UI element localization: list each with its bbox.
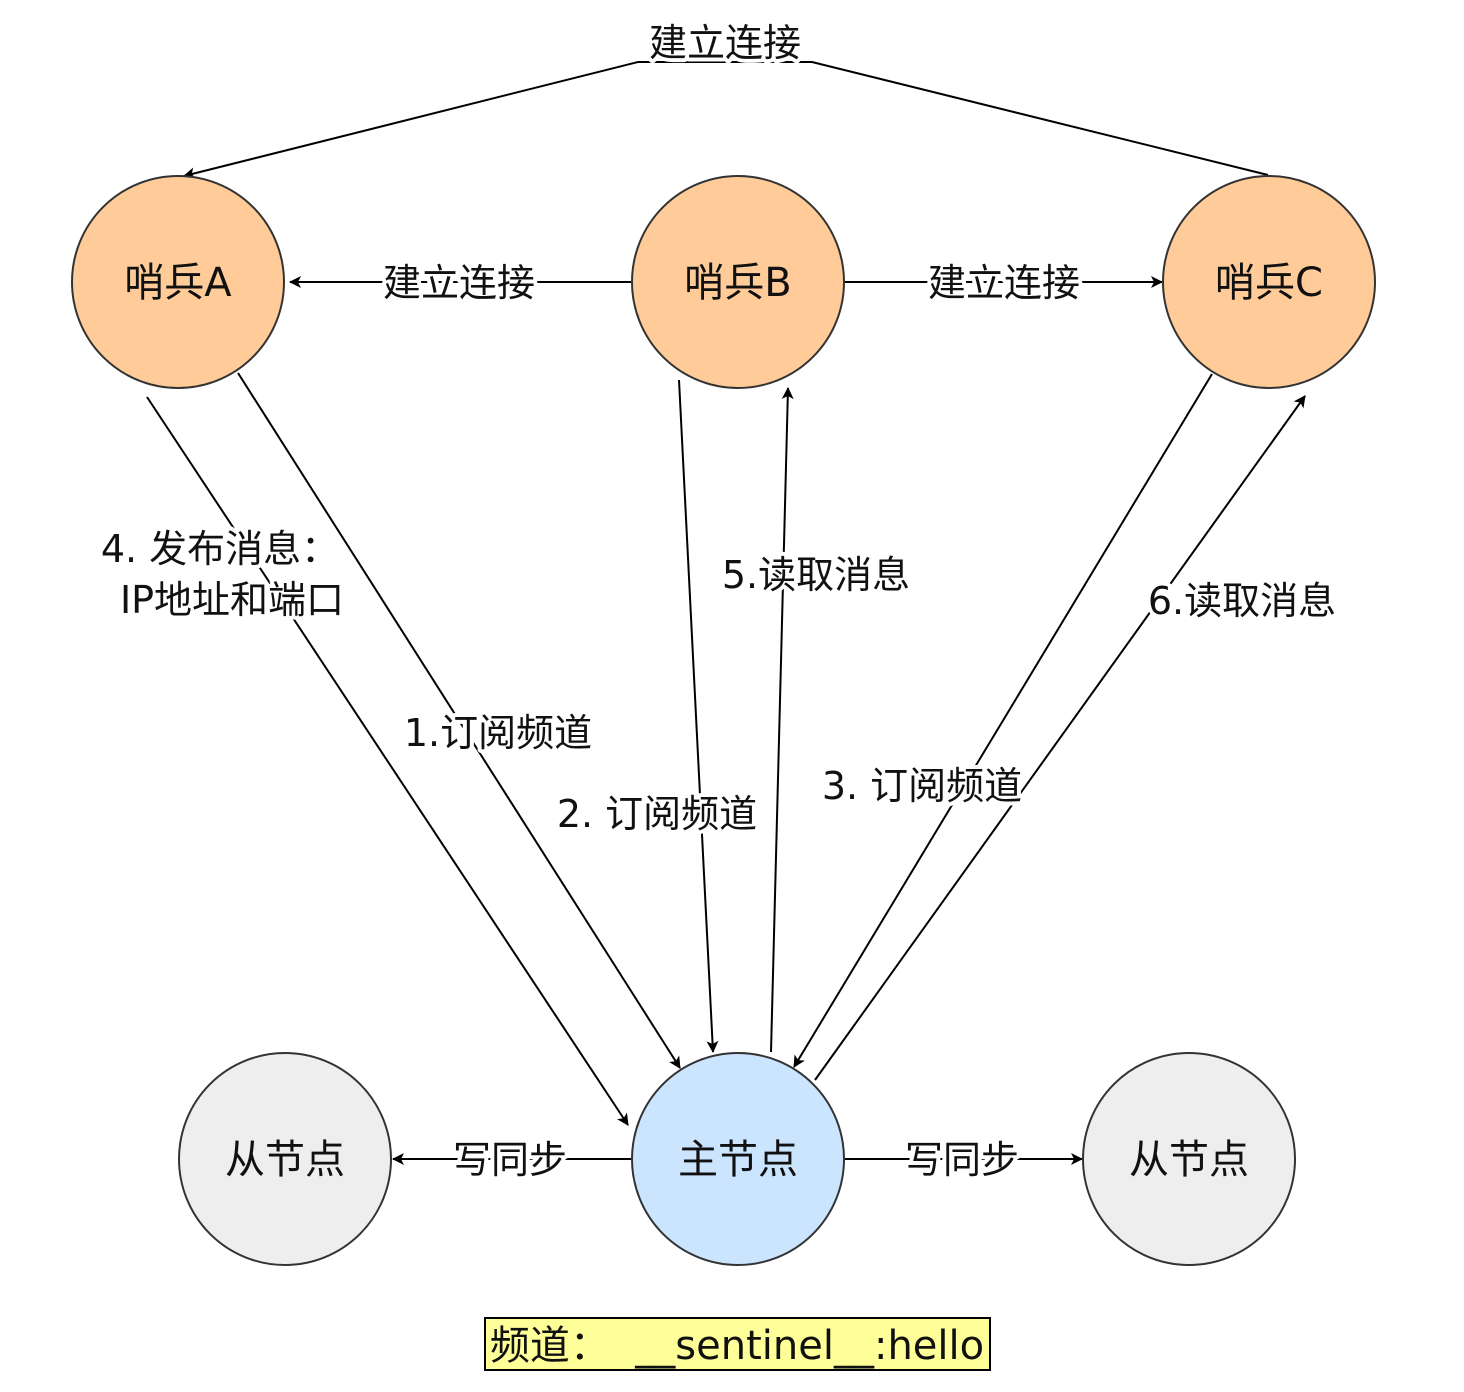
label-step6: 6.读取消息 bbox=[1148, 579, 1336, 623]
edge-step3 bbox=[793, 373, 1213, 1068]
node-master-circle bbox=[631, 1052, 845, 1266]
edges bbox=[146, 61, 1306, 1165]
node-replica-right-circle bbox=[1082, 1052, 1296, 1266]
node-replica-left-circle bbox=[178, 1052, 392, 1266]
label-b-to-a: 建立连接 bbox=[383, 261, 535, 305]
edge-step5 bbox=[770, 387, 794, 1053]
node-replica-right-label: 从节点 bbox=[1129, 1137, 1249, 1183]
node-sentinel-c-circle bbox=[1162, 175, 1376, 389]
node-sentinel-c-label: 哨兵C bbox=[1215, 260, 1323, 306]
node-sentinel-b[interactable]: 哨兵B bbox=[631, 175, 845, 389]
label-step4-line2: IP地址和端口 bbox=[120, 578, 344, 622]
edge-labels: 建立连接 建立连接 建立连接 4. 发布消息： IP地址和端口 5.读取消息 6… bbox=[97, 17, 1340, 1186]
node-sentinel-c[interactable]: 哨兵C bbox=[1162, 175, 1376, 389]
label-step4-line1: 4. 发布消息： bbox=[101, 527, 339, 571]
channel-box: 频道： __sentinel__:hello bbox=[484, 1317, 991, 1371]
node-sentinel-a-circle bbox=[71, 175, 285, 389]
nodes: 哨兵A 哨兵B 哨兵C 主节点 从节点 从节点 bbox=[71, 175, 1376, 1266]
node-replica-left-label: 从节点 bbox=[225, 1137, 345, 1183]
channel-name: 频道： __sentinel__:hello bbox=[490, 1323, 984, 1369]
node-sentinel-b-circle bbox=[631, 175, 845, 389]
node-sentinel-a-label: 哨兵A bbox=[124, 260, 232, 306]
label-b-to-c: 建立连接 bbox=[928, 261, 1080, 305]
node-sentinel-b-label: 哨兵B bbox=[684, 260, 791, 306]
node-sentinel-a[interactable]: 哨兵A bbox=[71, 175, 285, 389]
label-step1: 1.订阅频道 bbox=[404, 711, 592, 755]
edge-top-connect bbox=[183, 61, 1269, 180]
node-master-label: 主节点 bbox=[678, 1137, 798, 1183]
node-replica-left[interactable]: 从节点 bbox=[178, 1052, 392, 1266]
channel-box-rect bbox=[484, 1317, 991, 1371]
label-step5: 5.读取消息 bbox=[722, 553, 910, 597]
label-step3: 3. 订阅频道 bbox=[822, 764, 1022, 808]
node-replica-right[interactable]: 从节点 bbox=[1082, 1052, 1296, 1266]
node-master[interactable]: 主节点 bbox=[631, 1052, 845, 1266]
label-sync-left: 写同步 bbox=[453, 1138, 567, 1182]
label-top-connect: 建立连接 bbox=[649, 21, 801, 65]
edge-step4 bbox=[146, 396, 629, 1126]
edge-step6 bbox=[814, 395, 1306, 1081]
label-sync-right: 写同步 bbox=[905, 1138, 1019, 1182]
label-step2: 2. 订阅频道 bbox=[557, 792, 757, 836]
edge-step1 bbox=[237, 372, 681, 1069]
edge-step2 bbox=[678, 379, 719, 1053]
